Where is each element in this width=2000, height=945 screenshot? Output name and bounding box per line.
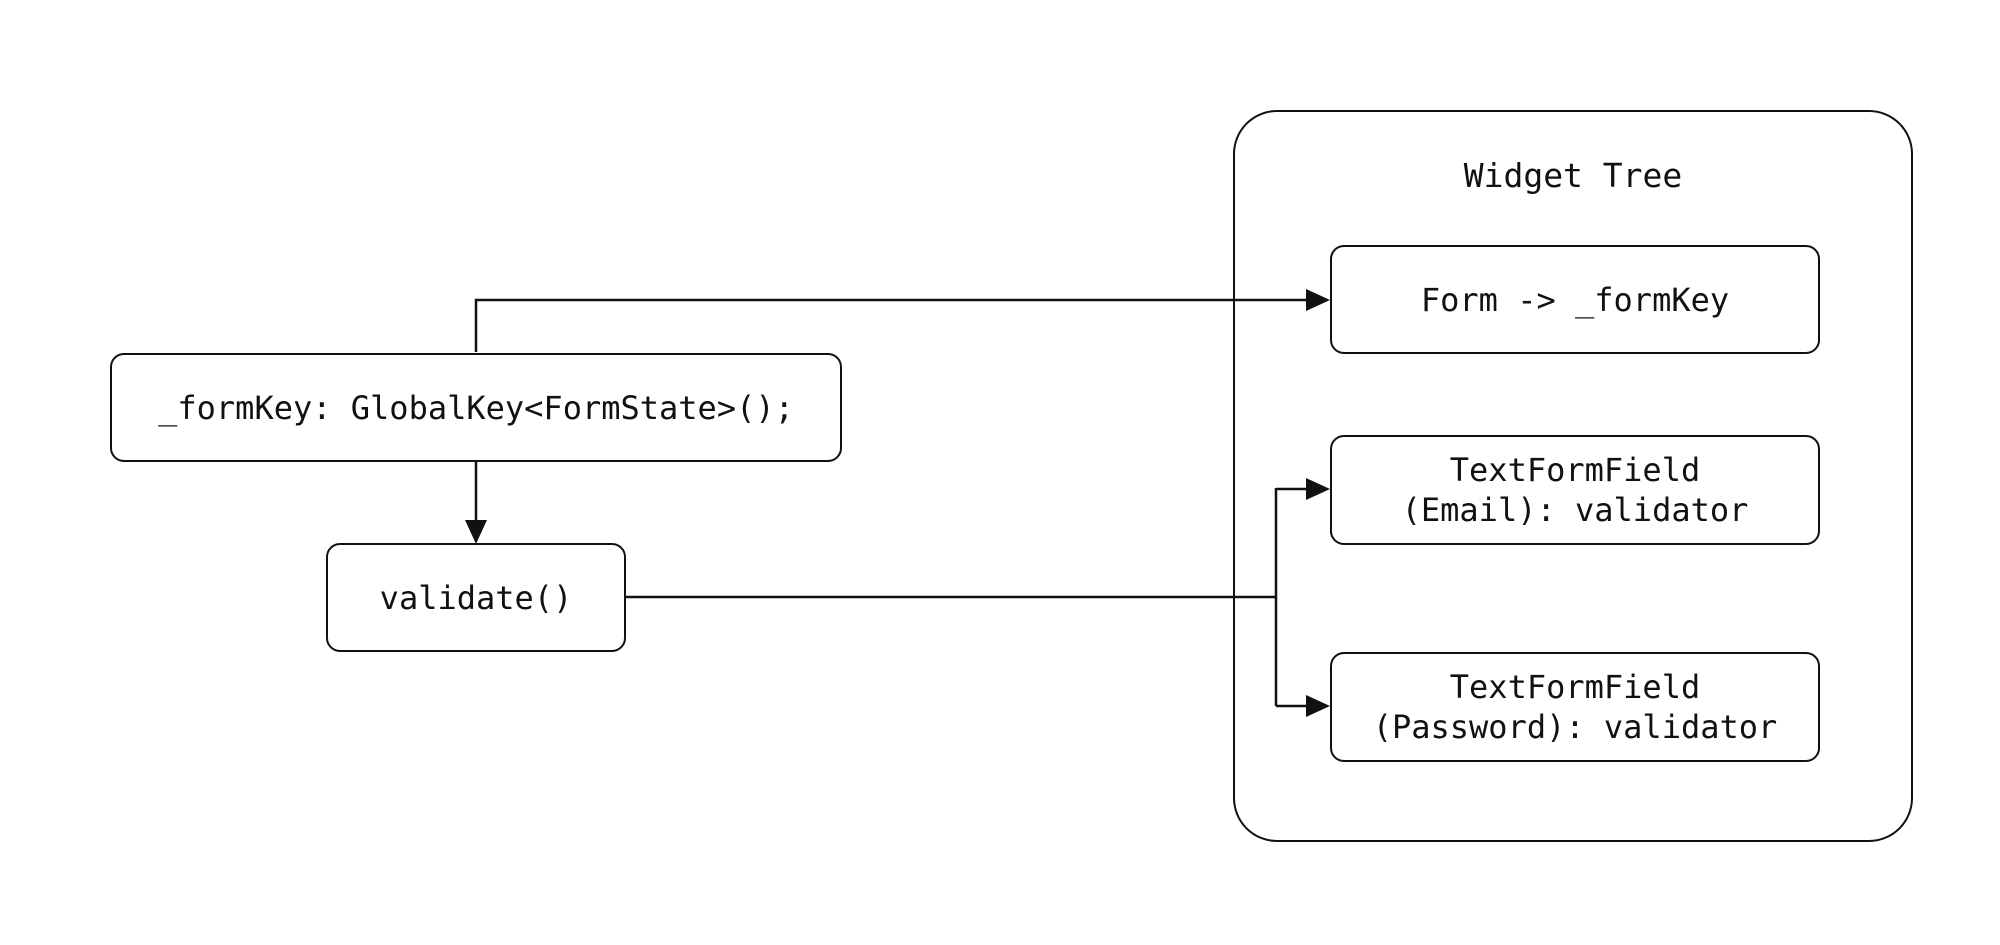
validate-node: validate() <box>326 543 626 652</box>
arrowhead-form <box>1306 289 1330 311</box>
arrowhead-password <box>1306 695 1330 717</box>
email-field-node: TextFormField (Email): validator <box>1330 435 1820 545</box>
widget-tree-title: Widget Tree <box>1463 156 1683 195</box>
edge-formkey-to-form <box>474 298 1308 352</box>
form-key-node: _formKey: GlobalKey<FormState>(); <box>110 353 842 462</box>
form-node: Form -> _formKey <box>1330 245 1820 354</box>
widget-tree-group <box>1233 110 1913 842</box>
arrowhead-email <box>1306 478 1330 500</box>
password-field-node: TextFormField (Password): validator <box>1330 652 1820 762</box>
arrowhead-validate <box>465 520 487 544</box>
